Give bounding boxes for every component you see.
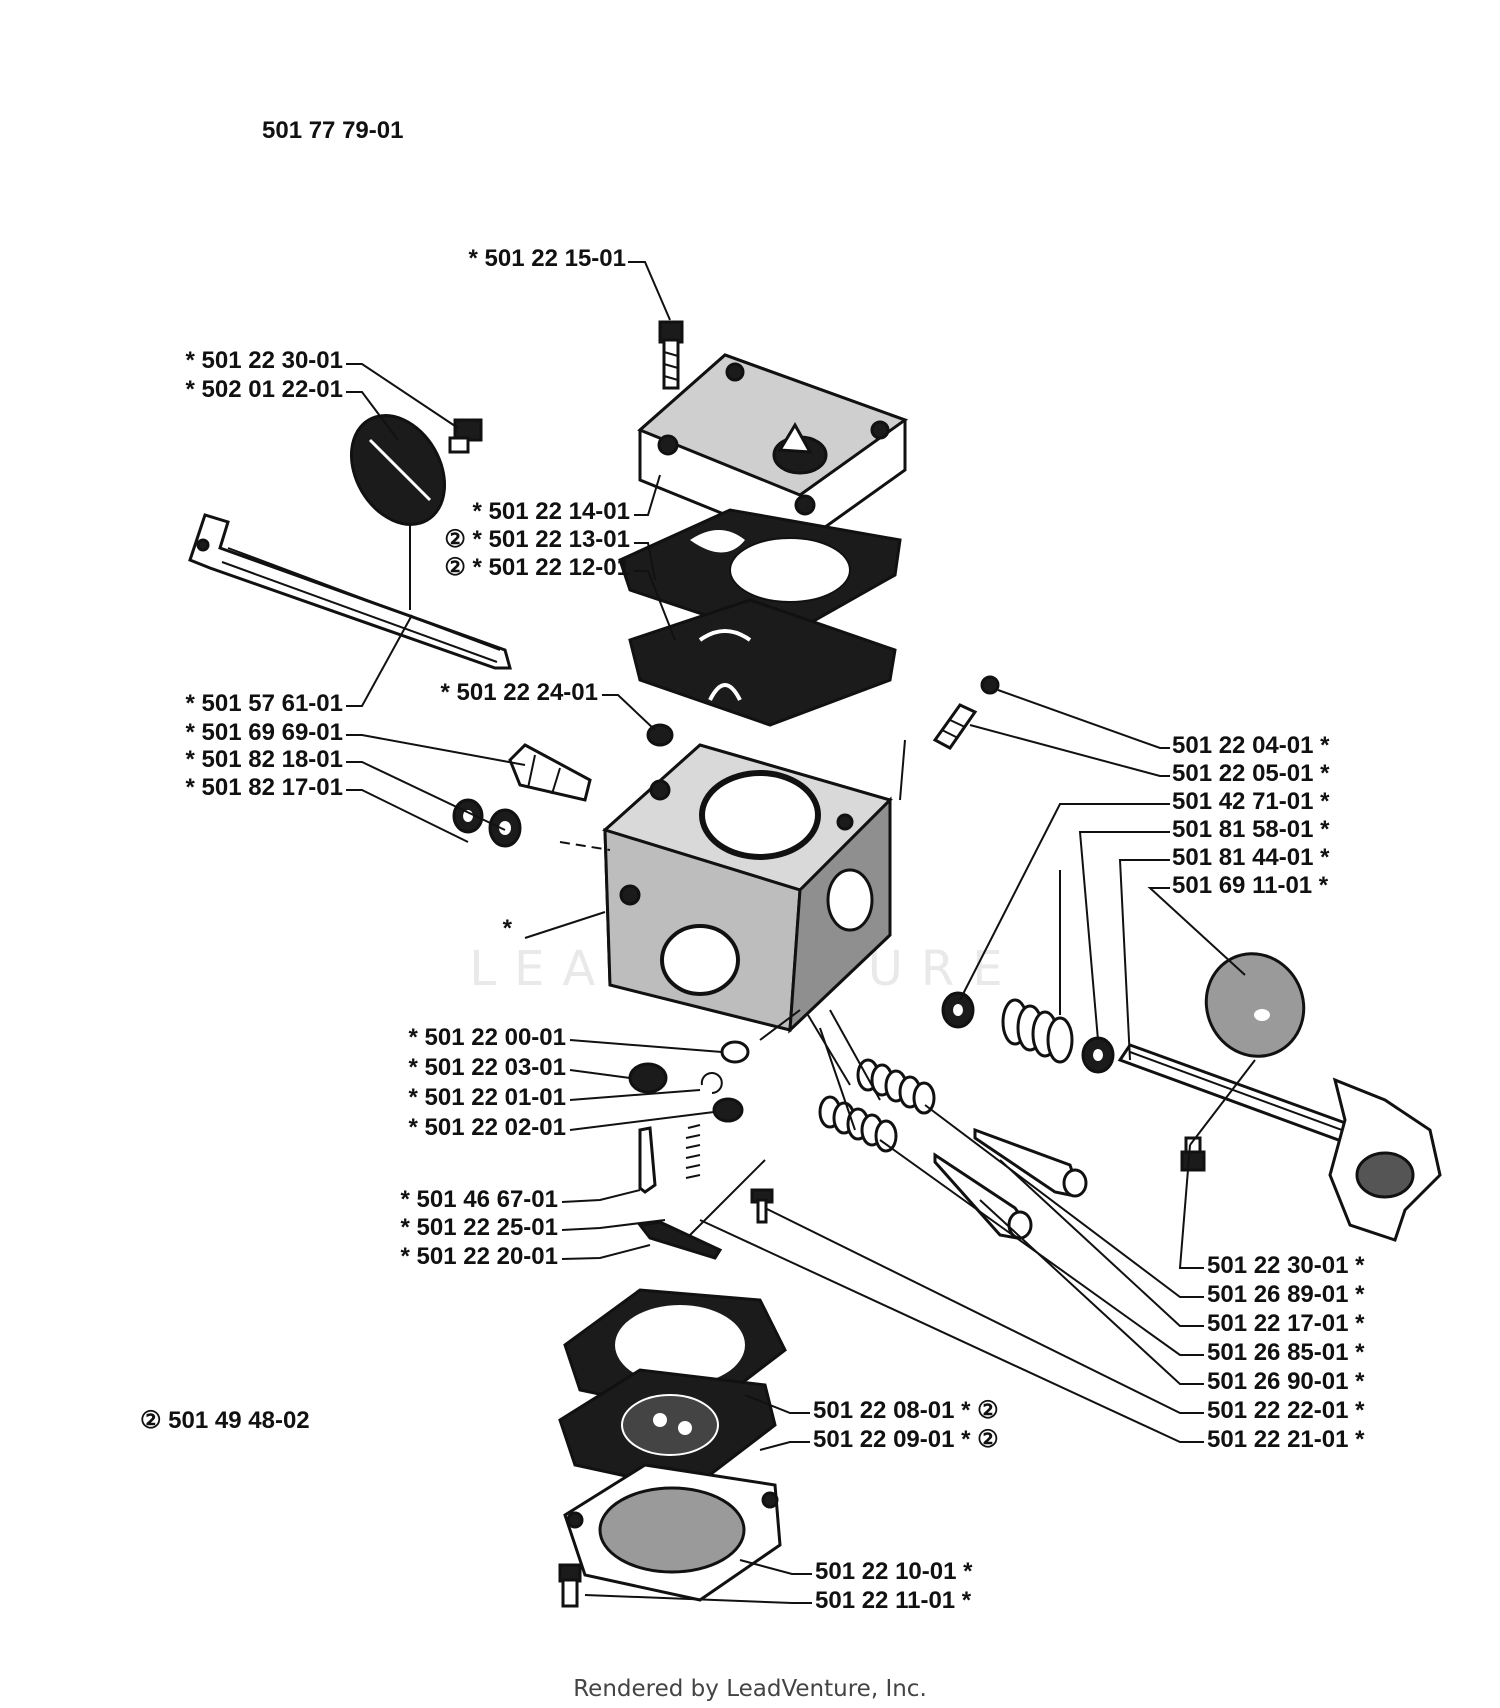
retainer-clip-icon [700, 1072, 723, 1094]
right-labels: 501 22 04-01 * 501 22 05-01 * 501 42 71-… [813, 732, 1365, 1614]
part-label[interactable]: ② * 501 22 12-01 [444, 554, 630, 581]
top-screw-icon [658, 320, 684, 390]
part-label[interactable]: * 501 22 14-01 [473, 498, 630, 525]
kit-note: ② 501 49 48-02 [140, 1407, 310, 1434]
part-label[interactable]: * 501 22 03-01 [409, 1054, 566, 1081]
part-label[interactable]: * 501 22 24-01 [441, 679, 598, 706]
part-label[interactable]: * 501 22 00-01 [409, 1024, 566, 1051]
inlet-spring-icon [685, 1124, 701, 1179]
part-label[interactable]: * 501 69 69-01 [186, 719, 343, 746]
part-label[interactable]: 501 22 05-01 * [1172, 760, 1330, 787]
part-label[interactable]: 501 22 30-01 * [1207, 1252, 1365, 1279]
carburetor-body-icon [602, 743, 893, 1034]
part-label[interactable]: 501 81 58-01 * [1172, 816, 1330, 843]
part-label[interactable]: 501 22 11-01 * [815, 1587, 972, 1614]
part-label[interactable]: * 502 01 22-01 [186, 376, 343, 403]
metering-diaphragm-icon [558, 1368, 777, 1492]
part-label[interactable]: * [503, 915, 513, 942]
part-label[interactable]: 501 26 89-01 * [1207, 1281, 1365, 1308]
pump-diaphragm-icon [628, 598, 897, 727]
lever-screw-icon [750, 1188, 774, 1224]
part-label[interactable]: * 501 57 61-01 [186, 690, 343, 717]
part-label[interactable]: 501 22 21-01 * [1207, 1426, 1365, 1453]
part-label[interactable]: * 501 22 25-01 [401, 1214, 558, 1241]
leader-lines [346, 261, 1256, 1604]
choke-screw-icon [1180, 1136, 1206, 1172]
choke-washer-2-icon [1081, 1036, 1115, 1074]
part-label[interactable]: * 501 46 67-01 [401, 1186, 558, 1213]
o-ring-icon [720, 1040, 750, 1064]
valve-screw-icon [448, 418, 483, 454]
plug-screw-icon [628, 1062, 668, 1094]
part-label[interactable]: * 501 82 18-01 [186, 746, 343, 773]
part-label[interactable]: * 501 82 17-01 [186, 774, 343, 801]
inlet-needle-icon [638, 1126, 657, 1194]
throttle-shaft-icon [188, 513, 512, 670]
choke-valve-disc-icon [1204, 952, 1306, 1058]
part-label[interactable]: 501 26 90-01 * [1207, 1368, 1365, 1395]
part-label[interactable]: 501 42 71-01 * [1172, 788, 1330, 815]
part-label[interactable]: 501 22 22-01 * [1207, 1397, 1365, 1424]
small-spring-icon [932, 703, 978, 750]
kit-number: 501 77 79-01 [262, 117, 403, 144]
parts-illustration [188, 320, 1442, 1608]
part-label[interactable]: 501 69 11-01 * [1172, 872, 1329, 899]
choke-shaft-icon [1117, 1043, 1442, 1242]
choke-spring-icon [1001, 998, 1074, 1064]
needle-spring-icon [856, 1058, 936, 1115]
part-label[interactable]: ② * 501 22 13-01 [444, 526, 630, 553]
part-label[interactable]: * 501 22 01-01 [409, 1084, 566, 1111]
part-label[interactable]: 501 22 10-01 * [815, 1558, 973, 1585]
part-label[interactable]: * 501 22 02-01 [409, 1114, 566, 1141]
part-label[interactable]: 501 22 09-01 * ② [813, 1426, 999, 1453]
left-labels: * 501 22 15-01 * 501 22 30-01 * 502 01 2… [186, 245, 630, 1270]
high-speed-needle-icon [973, 1127, 1088, 1198]
throttle-valve-disc-icon [349, 414, 447, 526]
part-label[interactable]: * 501 22 20-01 [401, 1243, 558, 1270]
choke-washer-icon [941, 991, 975, 1029]
part-label[interactable]: 501 22 17-01 * [1207, 1310, 1365, 1337]
part-label[interactable]: 501 22 04-01 * [1172, 732, 1330, 759]
part-label[interactable]: 501 22 08-01 * ② [813, 1397, 999, 1424]
footer-credit: Rendered by LeadVenture, Inc. [573, 1676, 927, 1702]
part-label[interactable]: 501 81 44-01 * [1172, 844, 1330, 871]
part-label[interactable]: * 501 22 30-01 [186, 347, 343, 374]
pump-cover-icon [637, 353, 909, 547]
part-label[interactable]: * 501 22 15-01 [469, 245, 626, 272]
metering-cover-icon [563, 1463, 782, 1602]
part-label[interactable]: 501 26 85-01 * [1207, 1339, 1365, 1366]
fuel-inlet-fitting-icon [508, 743, 592, 802]
pump-gasket-icon [618, 508, 902, 642]
cover-screw-icon [558, 1563, 582, 1608]
metering-lever-icon [637, 1159, 766, 1260]
plug-2-icon [712, 1097, 744, 1123]
ball-icon [980, 675, 1000, 695]
